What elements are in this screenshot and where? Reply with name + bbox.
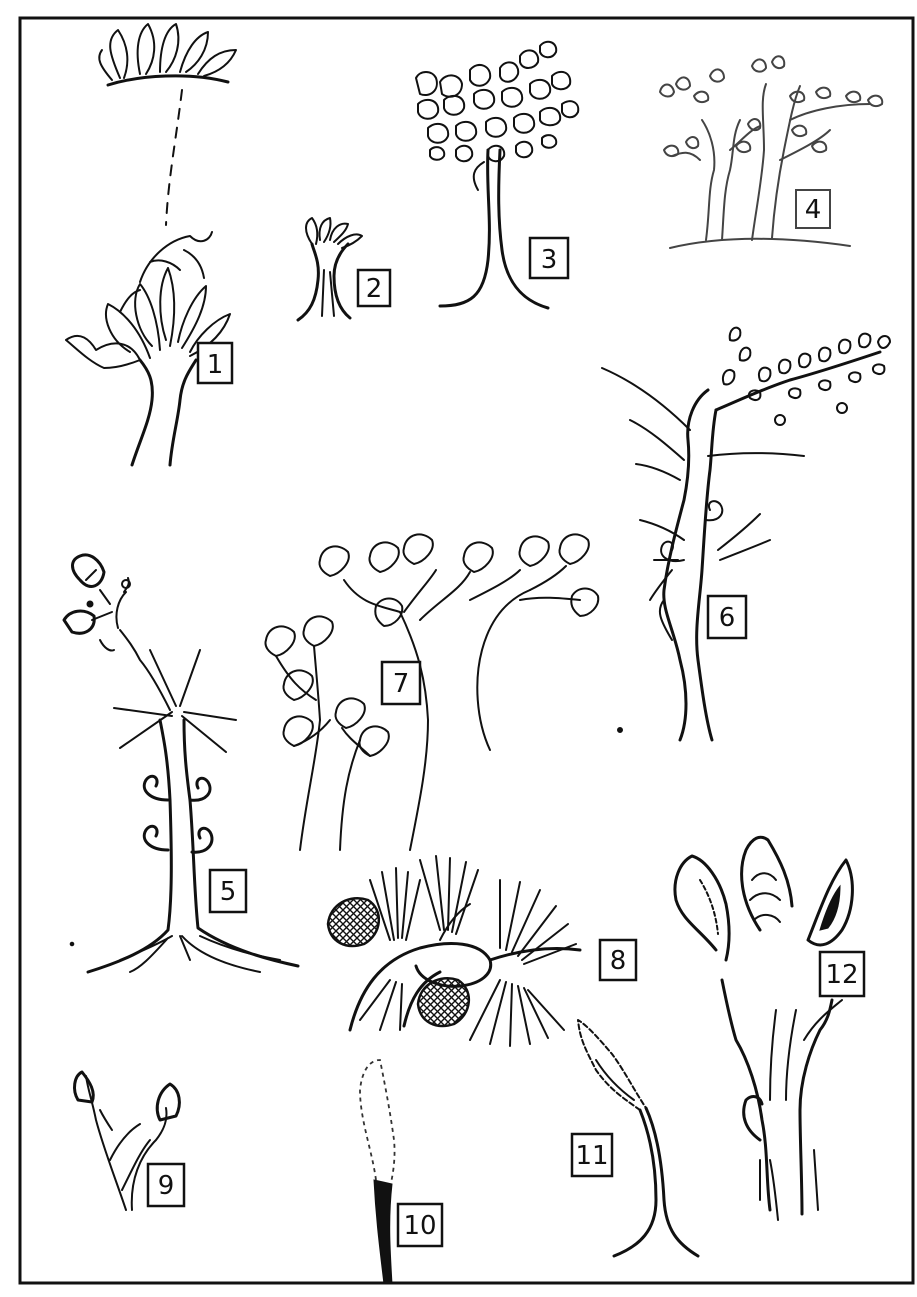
- figure-3: 3: [416, 42, 578, 308]
- stray-dot: [618, 728, 623, 733]
- figure-2-label: 2: [366, 274, 383, 304]
- figure-1-label: 1: [207, 350, 224, 380]
- figure-10-spike: [360, 1060, 395, 1186]
- figure-3-label: 3: [541, 245, 558, 275]
- figure-6-label: 6: [719, 603, 736, 633]
- figure-12: 12: [675, 837, 864, 1220]
- figure-4: 4: [660, 56, 882, 248]
- figure-8: 8: [328, 856, 636, 1046]
- figure-8-cone-1: [328, 898, 379, 946]
- figure-9: 9: [75, 1072, 184, 1210]
- figure-7: 7: [265, 534, 598, 850]
- figure-5-label: 5: [220, 877, 237, 907]
- figure-10-stem: [374, 1180, 392, 1284]
- figure-11: 11: [572, 1020, 698, 1256]
- figure-6: 6: [602, 328, 890, 740]
- figure-5: 5: [64, 555, 298, 972]
- figure-12-label: 12: [825, 960, 858, 990]
- figure-9-label: 9: [158, 1171, 175, 1201]
- figure-4-label: 4: [805, 195, 822, 225]
- figure-1-crown-detail: [99, 24, 236, 85]
- stray-dot: [70, 942, 74, 946]
- figure-10-label: 10: [403, 1211, 436, 1241]
- figure-7-label: 7: [393, 669, 410, 699]
- figure-8-label: 8: [610, 946, 627, 976]
- figure-1: 1: [66, 24, 236, 465]
- figure-11-label: 11: [575, 1141, 608, 1171]
- plate-border: [20, 18, 913, 1283]
- figure-2: 2: [298, 218, 390, 320]
- figure-10: 10: [360, 1060, 442, 1284]
- figure-1-dashed-connector: [166, 90, 182, 225]
- figure-8-needles: [360, 856, 576, 1046]
- figure-8-cone-2: [418, 978, 469, 1026]
